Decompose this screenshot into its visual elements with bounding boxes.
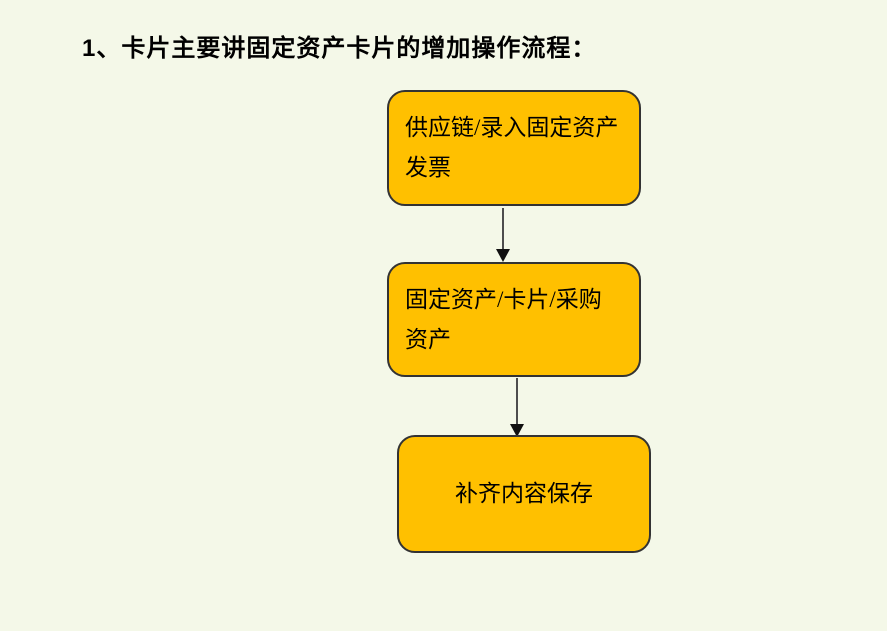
arrow-line: [516, 378, 518, 424]
flow-node-text-line: 固定资产/卡片/采购: [405, 286, 602, 312]
arrow-line: [502, 208, 504, 249]
flow-node-text-line: 发票: [405, 155, 451, 180]
arrow-head-icon: [510, 424, 524, 437]
flow-node-text-line: 供应链/录入固定资产: [405, 115, 619, 140]
flow-node-text-line: 补齐内容保存: [455, 481, 593, 506]
flow-node-fixed-asset-card: 固定资产/卡片/采购 资产: [387, 262, 641, 377]
arrow-head-icon: [496, 249, 510, 262]
flow-node-text-line: 资产: [405, 326, 451, 352]
arrow-down-connector-2: [510, 378, 524, 437]
arrow-down-connector-1: [496, 208, 510, 262]
flow-node-complete-save: 补齐内容保存: [397, 435, 651, 553]
page-title: 1、卡片主要讲固定资产卡片的增加操作流程：: [82, 35, 597, 62]
flow-node-supply-chain-invoice: 供应链/录入固定资产 发票: [387, 90, 641, 206]
